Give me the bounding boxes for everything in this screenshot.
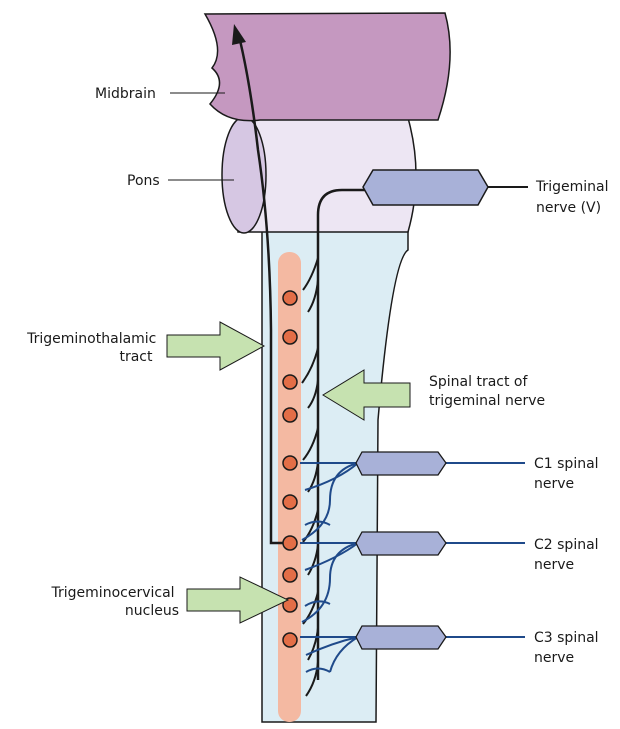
- neuron: [283, 408, 297, 422]
- c3-nerve-root: [356, 626, 525, 649]
- neuron: [283, 495, 297, 509]
- neuron: [283, 456, 297, 470]
- pons-label: Pons: [127, 173, 160, 189]
- spinal-tract-label: Spinal tract of trigeminal nerve: [429, 374, 545, 409]
- c1-spinal-nerve-label: C1 spinal nerve: [534, 456, 603, 492]
- midbrain-label: Midbrain: [95, 86, 156, 102]
- trigeminal-nerve-label: Trigeminal nerve (V): [535, 179, 613, 216]
- neuron: [283, 330, 297, 344]
- neuron: [283, 291, 297, 305]
- neuron: [283, 568, 297, 582]
- neuron: [283, 375, 297, 389]
- trigeminothalamic-tract-label: Trigeminothalamic tract: [26, 331, 161, 365]
- trigeminocervical-nucleus-label: Trigeminocervical nucleus: [51, 585, 179, 619]
- trigeminocervical-nucleus-column: [278, 252, 301, 722]
- trigeminal-nerve-root: [363, 170, 528, 205]
- c1-nerve-root: [356, 452, 525, 475]
- c2-nerve-root: [356, 532, 525, 555]
- pons-end-face: [222, 117, 266, 233]
- neuron: [283, 536, 297, 550]
- neuron: [283, 633, 297, 647]
- trigeminothalamic-arrow: [167, 322, 264, 370]
- midbrain: [205, 13, 450, 121]
- c2-spinal-nerve-label: C2 spinal nerve: [534, 537, 603, 573]
- c3-spinal-nerve-label: C3 spinal nerve: [534, 630, 603, 666]
